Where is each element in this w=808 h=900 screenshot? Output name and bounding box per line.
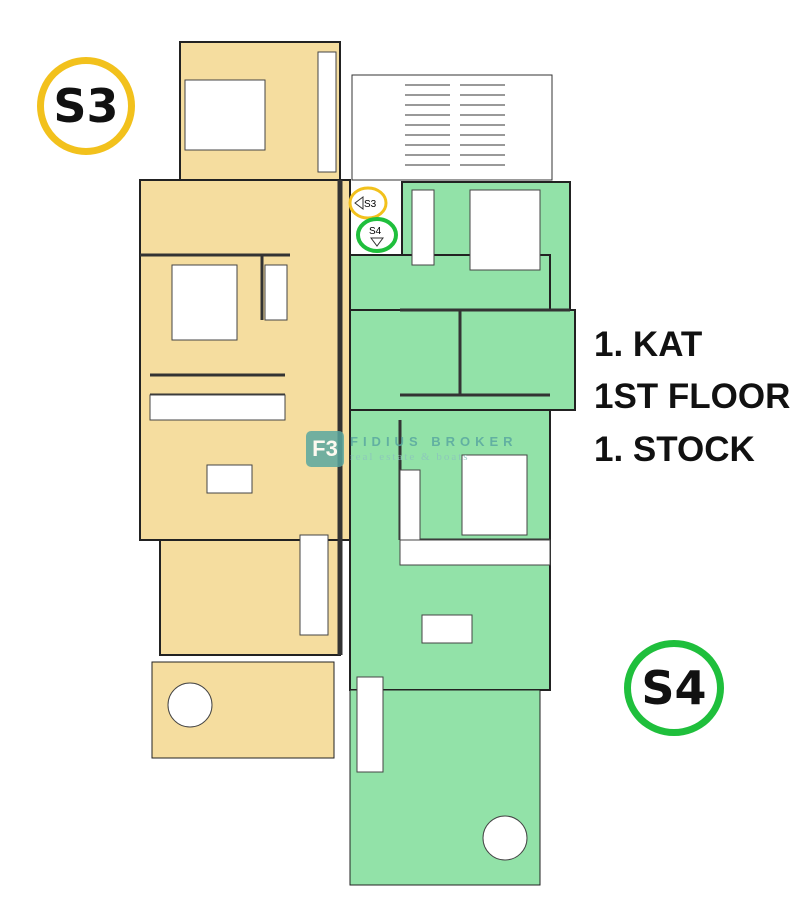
unit-badge-s4: S4	[624, 640, 724, 736]
logo-tagline: real estate & boats	[350, 451, 470, 463]
bed-icon	[469, 189, 541, 271]
bed-icon	[171, 264, 238, 341]
kitchen-counter-icon	[149, 394, 286, 421]
entrance-marker-s3: S3	[348, 186, 388, 220]
sofa-icon	[299, 534, 329, 636]
wardrobe-icon	[317, 51, 337, 173]
logo-mark: F3	[306, 431, 344, 467]
sofa-icon	[356, 676, 384, 773]
entrance-marker-s4-label: S4	[369, 226, 382, 237]
unit-badge-s3: S3	[37, 57, 135, 155]
kitchen-counter-icon	[399, 539, 551, 566]
floor-label-english: 1ST FLOOR	[594, 377, 791, 416]
entrance-marker-s4: S4	[356, 217, 398, 253]
logo: F3 FIDIUS BROKER real estate & boats	[306, 431, 518, 467]
furniture	[149, 51, 551, 861]
bed-icon	[461, 454, 528, 536]
floor-label-croatian: 1. KAT	[594, 325, 703, 364]
outdoor-table-icon	[167, 682, 213, 728]
floor-label-german: 1. STOCK	[594, 430, 755, 469]
entrance-marker-s3-label: S3	[364, 199, 377, 210]
dining-table-icon	[206, 464, 253, 494]
outdoor-table-icon	[482, 815, 528, 861]
wardrobe-icon	[264, 264, 288, 321]
wardrobe-icon	[399, 469, 421, 541]
bed-icon	[184, 79, 266, 151]
dining-table-icon	[421, 614, 473, 644]
wardrobe-icon	[411, 189, 435, 266]
staircase	[351, 74, 553, 181]
logo-name: FIDIUS BROKER	[350, 434, 518, 449]
